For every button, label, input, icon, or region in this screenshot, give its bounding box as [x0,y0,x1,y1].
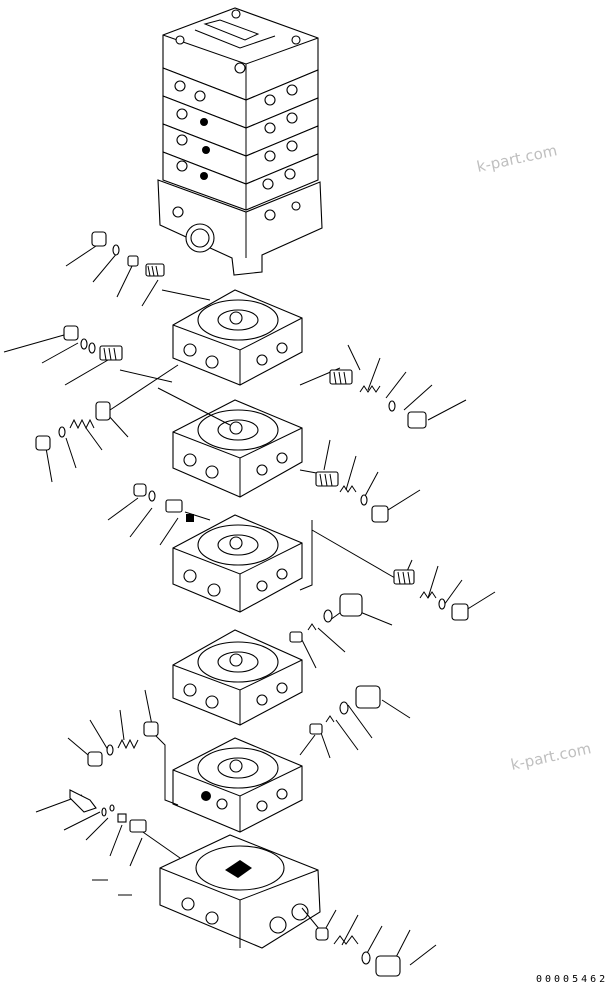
watermark-top: k-part.com [475,141,559,176]
watermark-bottom: k-part.com [509,739,593,774]
small-parts-left [35,231,194,833]
valve-section-2 [172,399,303,498]
valve-section-5 [172,737,303,833]
drawing-number: 00005462 [536,974,608,985]
valve-section-1 [172,289,303,386]
valve-base-section [159,834,321,949]
valve-section-4 [172,629,303,726]
assembled-valve-stack [157,7,323,276]
valve-section-3 [172,514,303,613]
small-parts-right [289,369,469,977]
